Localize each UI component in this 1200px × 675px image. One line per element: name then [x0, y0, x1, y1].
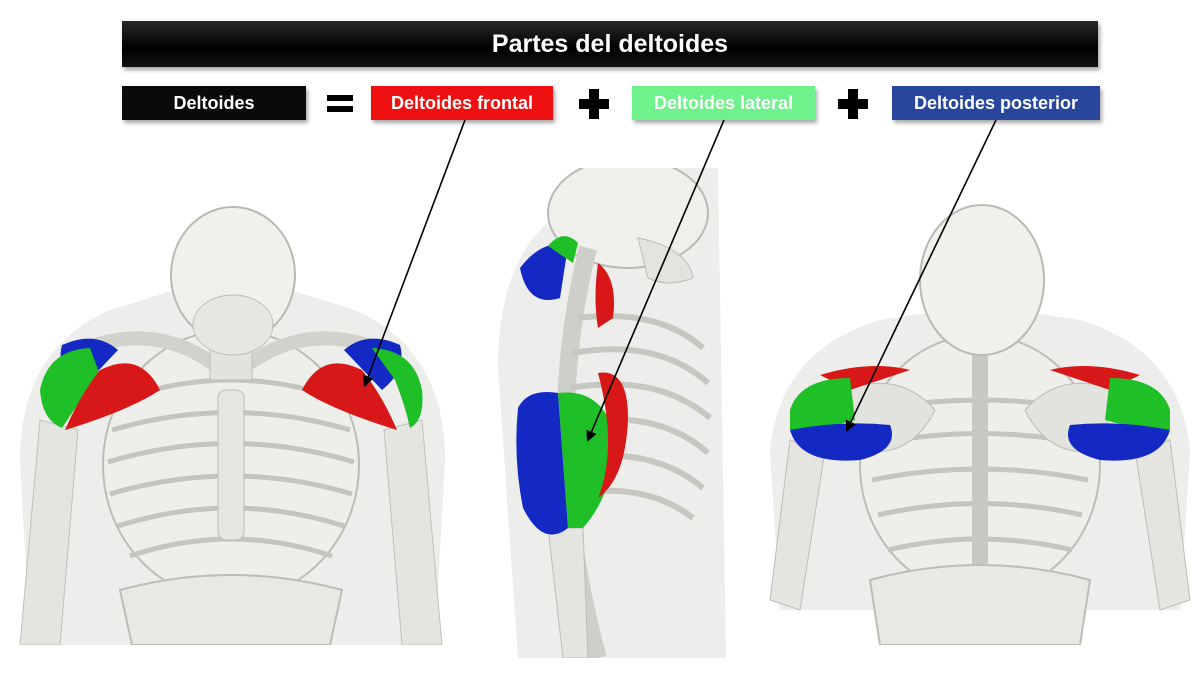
equals-sign: [320, 86, 360, 122]
deltoides-lateral-label: Deltoides lateral: [632, 86, 815, 120]
front-skeleton-illustration: [19, 206, 445, 645]
back-skeleton-illustration: [769, 204, 1191, 645]
page-title: Partes del deltoides: [122, 21, 1098, 67]
side-skeleton-illustration: [498, 168, 726, 658]
deltoides-total-label: Deltoides: [122, 86, 306, 120]
plus-sign-1: [574, 86, 614, 122]
plus-sign-2: [833, 86, 873, 122]
deltoides-posterior-label: Deltoides posterior: [892, 86, 1100, 120]
deltoides-frontal-label: Deltoides frontal: [371, 86, 553, 120]
